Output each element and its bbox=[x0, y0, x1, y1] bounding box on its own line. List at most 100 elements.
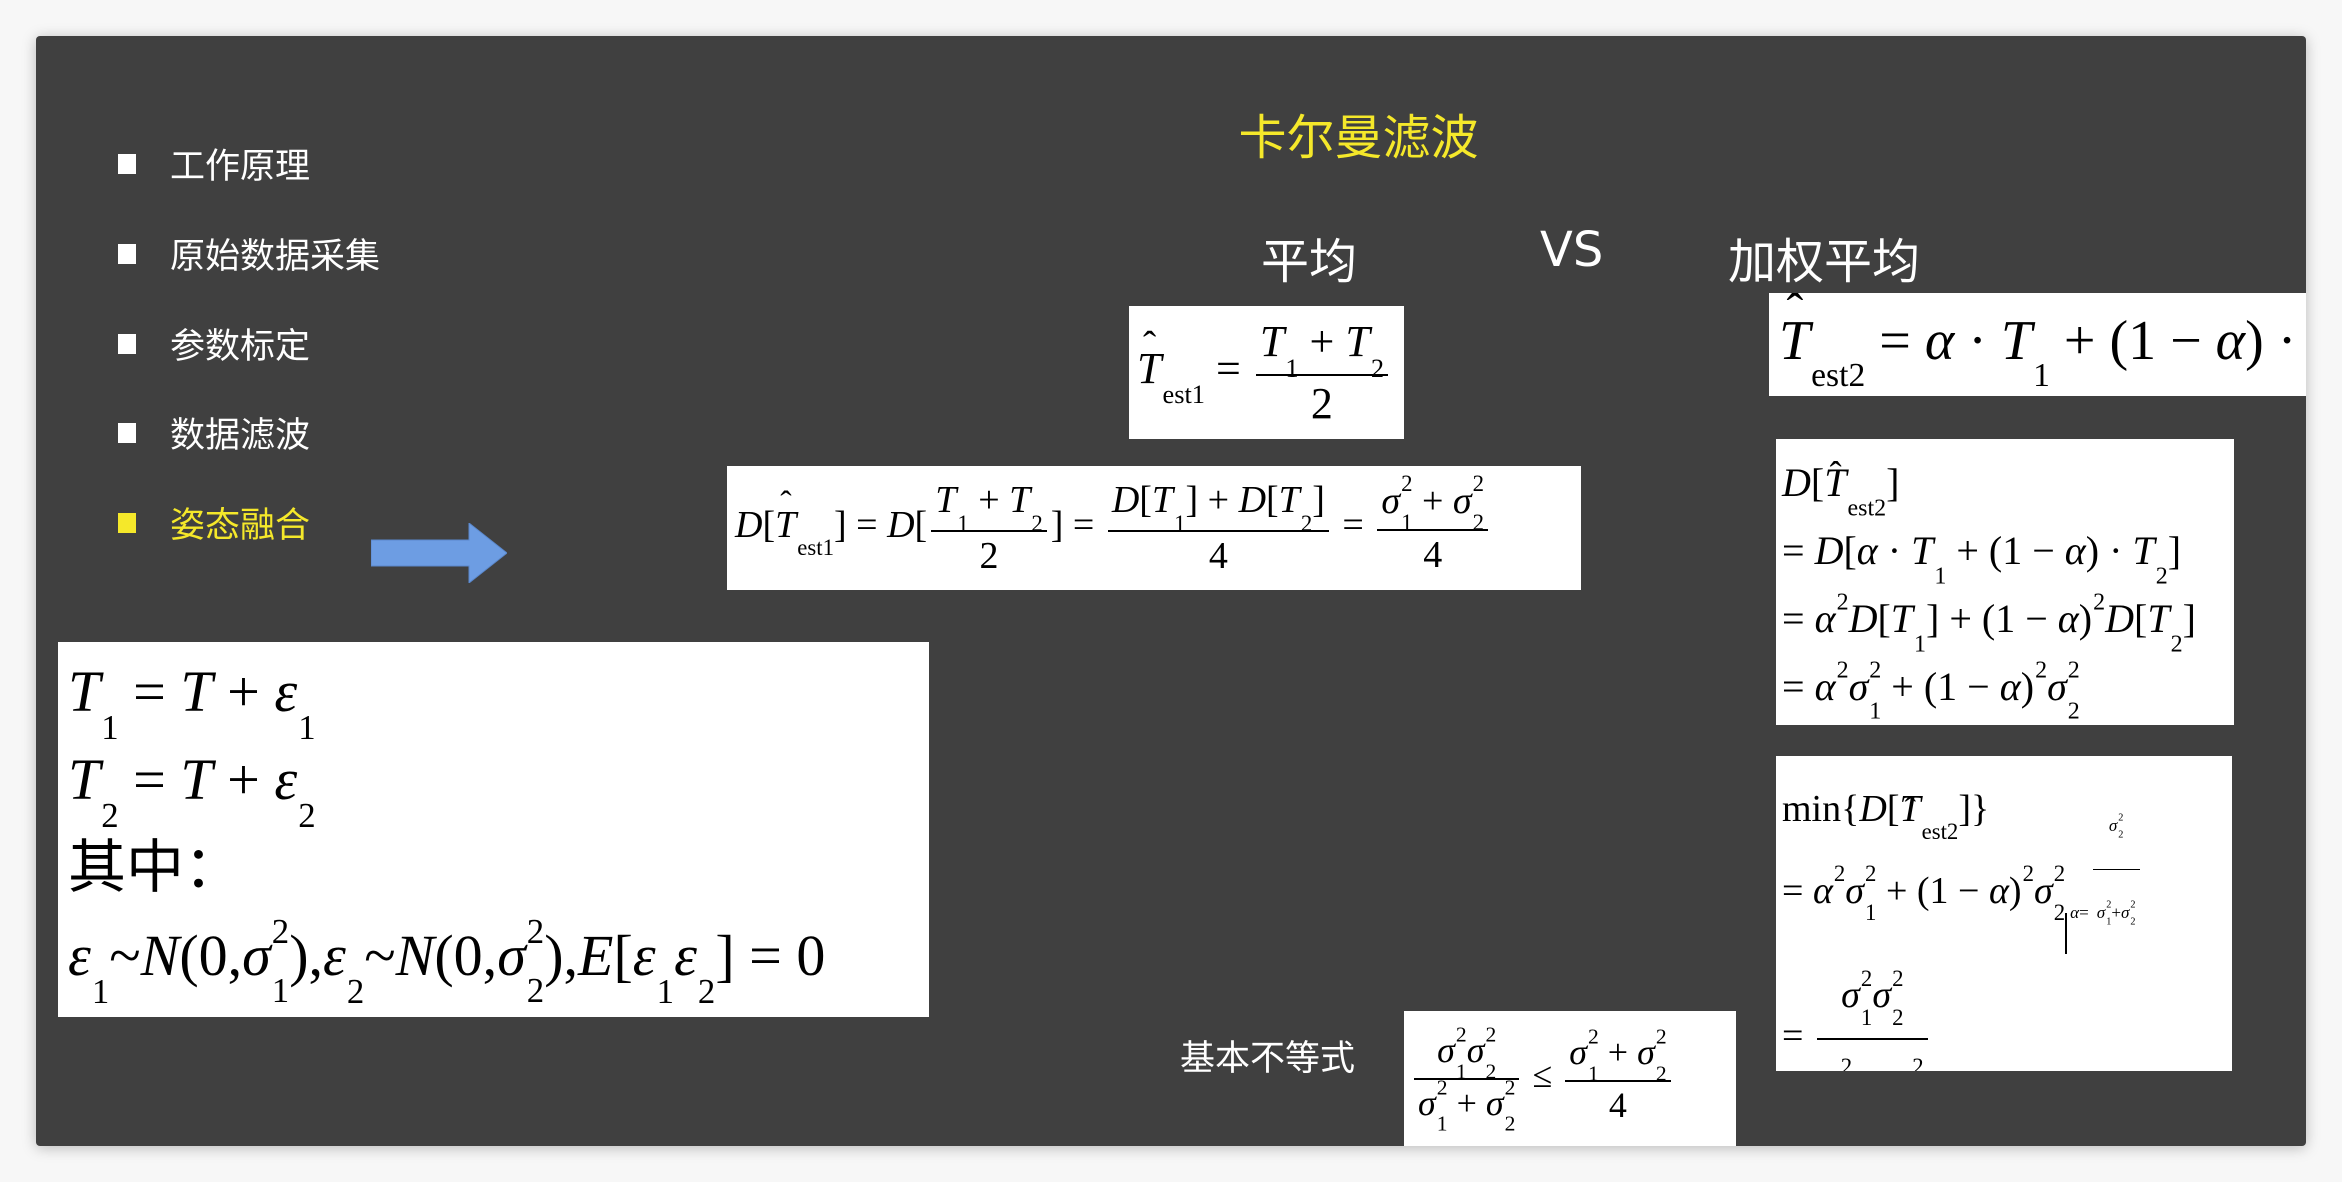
symbol-base: α bbox=[1814, 596, 1836, 641]
math-text: = bbox=[1782, 596, 1815, 641]
superscript: 2 bbox=[2067, 657, 2080, 684]
symbol-base: D bbox=[887, 503, 915, 546]
math-text: ] = 0 bbox=[715, 923, 826, 988]
math-text: + (1 − bbox=[1876, 870, 1989, 912]
superscript: 2 bbox=[1485, 1022, 1497, 1047]
superscript: 2 bbox=[2093, 589, 2106, 616]
superscript: 2 bbox=[2035, 657, 2048, 684]
slide: 卡尔曼滤波 工作原理 原始数据采集 参数标定 数据滤波 姿态融合 平均 VS 加… bbox=[36, 36, 2306, 1146]
script: est1 bbox=[1162, 372, 1205, 408]
math-text: ), bbox=[289, 923, 324, 988]
symbol-base: α bbox=[2070, 903, 2080, 923]
fraction-denominator: 4 bbox=[1108, 532, 1329, 578]
symbol-base: σ bbox=[1466, 1030, 1485, 1071]
math-text: ] = bbox=[1050, 503, 1104, 546]
subscript: 2 bbox=[1655, 1061, 1667, 1086]
math-text: 4 bbox=[1208, 534, 1228, 577]
script: 1 bbox=[298, 699, 315, 745]
symbol-base: T bbox=[2000, 309, 2033, 372]
nav-item-attitude-fusion[interactable]: 姿态融合 bbox=[118, 497, 310, 548]
nav-item-raw-data[interactable]: 原始数据采集 bbox=[118, 228, 380, 279]
script: 2 bbox=[1837, 658, 1849, 691]
superscript: 2 bbox=[2130, 899, 2136, 911]
math-text: + bbox=[1412, 479, 1453, 522]
subscript: 2 bbox=[2118, 830, 2124, 842]
subscript: 2 bbox=[1892, 1004, 1904, 1030]
hat-accent: ˆ bbox=[1904, 791, 1916, 829]
math-symbol: )2 bbox=[2079, 585, 2105, 653]
math-text: ), bbox=[544, 923, 579, 988]
nav-item-label: 数据滤波 bbox=[170, 416, 311, 456]
math-text: [ bbox=[762, 503, 776, 546]
symbol-base: E bbox=[578, 923, 614, 988]
script: 2 bbox=[698, 963, 715, 1009]
symbol-base: α bbox=[1814, 664, 1836, 709]
formula-line: 其中： bbox=[68, 824, 919, 912]
superscript: 2 bbox=[1455, 1022, 1467, 1047]
subscript: 1 bbox=[2033, 356, 2050, 394]
hat-accent: ˆ bbox=[780, 484, 792, 522]
symbol-base: T bbox=[1151, 479, 1174, 522]
math-symbol: T bbox=[180, 648, 212, 736]
math-symbol: α bbox=[1989, 850, 2009, 932]
nav-item-calibration[interactable]: 参数标定 bbox=[118, 318, 310, 369]
math-text: ≤ bbox=[1523, 1054, 1562, 1095]
subscript: 2 bbox=[526, 970, 545, 1010]
subscript: 2 bbox=[2053, 900, 2066, 926]
math-symbol: T bbox=[180, 736, 212, 824]
symbol-base: T bbox=[1911, 528, 1934, 573]
math-symbol: D bbox=[1849, 585, 1878, 653]
symbol-base: D bbox=[1111, 479, 1140, 522]
math-symbol: N bbox=[141, 912, 180, 1000]
symbol-base: σ bbox=[1848, 664, 1869, 709]
math-symbol: σ22 bbox=[1893, 1042, 1924, 1071]
subscript: est2 bbox=[1847, 495, 1887, 522]
subscript: 2 bbox=[697, 971, 716, 1011]
math-text: ] bbox=[1312, 479, 1325, 522]
symbol-base: D bbox=[2105, 596, 2135, 641]
math-symbol: α bbox=[2065, 517, 2086, 585]
superscript: 2 bbox=[1504, 1075, 1516, 1100]
math-symbol: E bbox=[578, 912, 613, 1000]
math-text: + bbox=[968, 479, 1010, 522]
symbol-base: σ bbox=[242, 923, 271, 988]
nav-item-working-principle[interactable]: 工作原理 bbox=[118, 138, 310, 189]
subscript: 1 bbox=[957, 510, 969, 536]
symbol-base: σ bbox=[2096, 903, 2106, 923]
symbol-base: σ bbox=[2108, 816, 2118, 836]
symbol-base: σ bbox=[1418, 1082, 1436, 1123]
subscript: 1 bbox=[1455, 1059, 1467, 1084]
script: 1 bbox=[1285, 346, 1298, 382]
symbol-base: σ bbox=[1381, 479, 1401, 522]
nav-item-filtering[interactable]: 数据滤波 bbox=[118, 407, 310, 458]
math-text: = bbox=[1782, 1015, 1813, 1058]
symbol-base: T bbox=[2132, 528, 2155, 573]
superscript: 2 bbox=[1836, 589, 1849, 616]
